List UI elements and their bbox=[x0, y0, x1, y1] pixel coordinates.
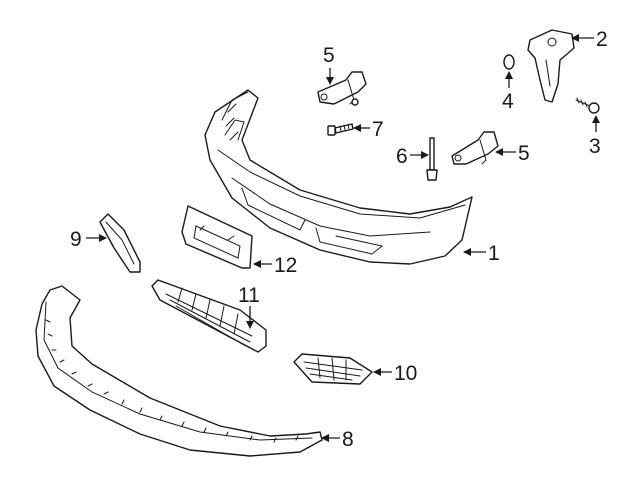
callout-9: 9 bbox=[70, 228, 82, 251]
callout-8: 8 bbox=[342, 428, 354, 451]
mounting-bracket bbox=[527, 29, 575, 103]
center-grille bbox=[151, 279, 267, 353]
callout-3: 3 bbox=[589, 135, 601, 158]
bolt bbox=[426, 137, 438, 181]
guide-upper bbox=[317, 71, 367, 106]
callout-4: 4 bbox=[502, 90, 514, 113]
callout-6: 6 bbox=[396, 145, 408, 168]
leader-lines bbox=[86, 34, 600, 442]
callout-2: 2 bbox=[596, 28, 608, 51]
side-grille bbox=[293, 353, 373, 385]
screw bbox=[575, 97, 600, 114]
callout-labels: 1 2 3 4 5 5 6 7 8 9 10 11 12 bbox=[70, 28, 608, 451]
reflector-strip bbox=[99, 213, 141, 273]
callout-7: 7 bbox=[372, 118, 384, 141]
callout-10: 10 bbox=[394, 362, 417, 385]
bolt-short bbox=[327, 123, 354, 136]
callout-5b: 5 bbox=[518, 142, 530, 165]
lower-valance bbox=[35, 285, 323, 457]
bumper-cover bbox=[204, 89, 473, 265]
callout-5a: 5 bbox=[323, 44, 335, 67]
callout-11: 11 bbox=[238, 284, 260, 307]
clip bbox=[503, 54, 515, 70]
callout-12: 12 bbox=[274, 254, 297, 277]
callout-1: 1 bbox=[488, 242, 500, 265]
license-bracket bbox=[181, 205, 253, 269]
guide-lower bbox=[451, 131, 499, 165]
